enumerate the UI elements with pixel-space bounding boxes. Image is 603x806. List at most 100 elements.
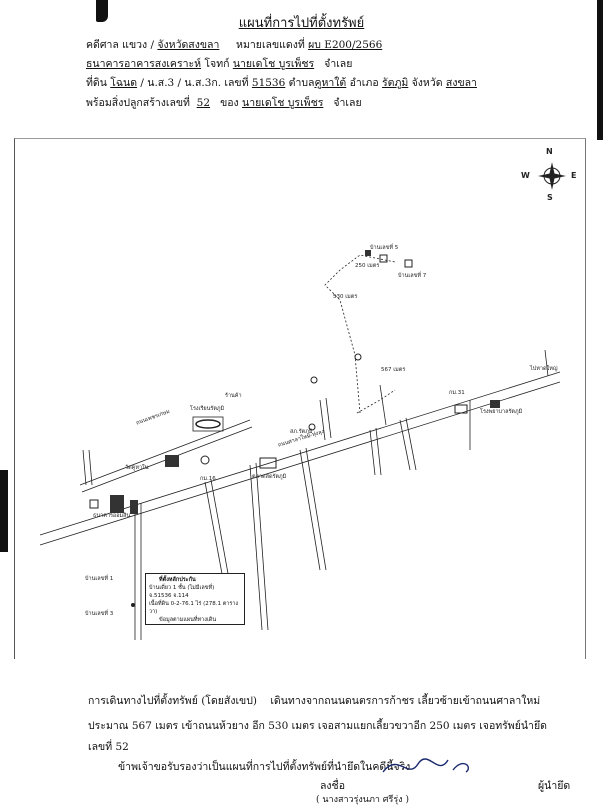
court-name: จังหวัดสงขลา — [157, 39, 220, 51]
legend-line3: จ.51536 จ.114 — [149, 593, 189, 599]
compass-s: S — [547, 193, 553, 202]
road-v8b — [325, 397, 332, 439]
scan-smudge-top — [96, 0, 108, 22]
compass-rose-icon — [538, 162, 566, 190]
label-house-top: บ้านเลขที่ 5 — [370, 245, 399, 251]
road-v6b — [405, 417, 417, 471]
label-km: กม.31 — [449, 390, 465, 396]
road-v10 — [82, 449, 87, 486]
plaintiff-name: ธนาคารอาคารสงเคราะห์ — [86, 58, 202, 70]
marker-3 — [354, 353, 362, 361]
route-text2: ประมาณ 567 เมตร เข้าถนนห้วยาง อีก 530 เม… — [88, 720, 547, 732]
signer-name: ( นางสาวรุ่งนภา ศรีรุ่ง ) — [316, 795, 409, 805]
compass-n: N — [546, 147, 553, 156]
label-house-left: บ้านเลขที่ 1 — [85, 576, 114, 582]
land-label: ที่ดิน — [86, 77, 107, 89]
legend-line4: เนื้อที่ดิน 0-2-76.1 ไร่ (278.1 ตารางวา) — [149, 601, 239, 615]
house-top-1 — [379, 254, 388, 263]
map-frame — [14, 138, 586, 659]
owner-role: จำเลย — [333, 97, 362, 109]
road-v2 — [204, 481, 226, 591]
owner-name: นายเดโช บูรเพ็ชร — [242, 97, 324, 109]
label-school: โรงเรียนรัตภูมิ — [190, 406, 225, 412]
road-v11 — [544, 349, 549, 377]
label-house-top2: บ้านเลขที่ 7 — [398, 273, 427, 279]
route-text1: เดินทางจากถนนดนตรการก้าชร เลี้ยวซ้ายเข้า… — [270, 695, 541, 707]
stadium-block — [192, 416, 224, 432]
plaintiff-role: โจทก์ — [204, 58, 230, 70]
subdistrict: คูหาใต้ — [314, 77, 347, 89]
road-v3 — [249, 464, 263, 631]
label-to-city: ไปหาดใหญ่ — [530, 366, 558, 372]
case-number: ผบ E200/2566 — [308, 39, 383, 51]
legend-line2: บ้านเดี่ยว 1 ชั้น (ไม่มีเลขที่) — [149, 585, 215, 591]
road-v2b — [210, 479, 232, 591]
label-shop: ร้านค้า — [225, 393, 242, 399]
main-road-lower — [39, 381, 561, 546]
label-market: ตลาดสดรัตภูมิ — [252, 474, 287, 480]
marker-1 — [308, 423, 316, 431]
building-km — [454, 404, 468, 414]
legend-line5: ข้อมูลตามแผนที่ทางเดิน — [159, 617, 217, 623]
roundabout — [200, 455, 210, 465]
scan-edge-right — [597, 0, 603, 140]
building-bank — [110, 495, 124, 513]
compass-e: E — [571, 171, 577, 180]
building-line: พร้อมสิ่งปลูกสร้างเลขที่ 52 ของ นายเดโช … — [86, 94, 362, 111]
subdistrict-label: ตำบล — [288, 77, 315, 89]
road-v5b — [375, 427, 382, 476]
road-v6 — [399, 419, 411, 471]
building-label: พร้อมสิ่งปลูกสร้างเลขที่ — [86, 97, 190, 109]
label-house-right: บ้านเลขที่ 3 — [85, 611, 114, 617]
building-number: 52 — [196, 97, 211, 109]
house-top-2 — [404, 259, 413, 268]
defendant-role: จำเลย — [324, 58, 353, 70]
label-police: สภ.รัตภูมิ — [290, 429, 313, 435]
road-v9 — [379, 384, 387, 426]
route-label: การเดินทางไปที่ตั้งทรัพย์ (โดยสังเขป) — [88, 695, 257, 707]
scan-edge-left — [0, 470, 8, 552]
label-temple: วัดคูหาใน — [125, 465, 149, 471]
route-dotted-path — [324, 254, 396, 414]
house-top-3 — [365, 250, 371, 256]
building-small-2 — [130, 500, 138, 514]
road-v3b — [255, 462, 269, 631]
building-small-1 — [89, 499, 99, 509]
road-v5 — [369, 429, 376, 476]
building-right — [490, 400, 500, 408]
road-v4b — [305, 447, 327, 571]
land-type: โฉนด — [110, 77, 138, 89]
certify-text: ข้าพเจ้าขอรับรองว่าเป็นแผนที่การไปที่ตั้… — [118, 761, 411, 773]
compass-w: W — [521, 171, 530, 180]
main-road-upper — [39, 371, 561, 536]
market-block — [259, 457, 277, 469]
road-v8 — [319, 399, 326, 441]
land-number: 51536 — [251, 77, 286, 89]
land-line: ที่ดิน โฉนด / น.ส.3 / น.ส.3ก. เลขที่ 515… — [86, 74, 477, 91]
district-label: อำเภอ — [349, 77, 379, 89]
label-dist-road: 567 เมตร — [381, 367, 406, 373]
road-v4 — [299, 449, 321, 571]
label-bank: ธนาคารออมสิน — [93, 513, 131, 519]
district: รัตภูมิ — [381, 77, 409, 89]
case-label: หมายเลขแดงที่ — [236, 39, 305, 51]
province-label: จังหวัด — [411, 77, 443, 89]
route-text3: เลขที่ 52 — [88, 741, 129, 753]
building-school — [165, 455, 179, 467]
label-km2: กม.16 — [200, 476, 216, 482]
sign-label: ลงชื่อ — [320, 780, 345, 792]
legend-line1: ที่ตั้งหลักประกัน — [159, 577, 196, 583]
label-dist-top: 250 เมตร — [355, 263, 380, 269]
route-description-line1: การเดินทางไปที่ตั้งทรัพย์ (โดยสังเขป) เด… — [88, 692, 540, 709]
route-dotted-path-2 — [356, 389, 396, 414]
marker-house-left — [131, 603, 135, 607]
legend-box: ที่ตั้งหลักประกัน บ้านเดี่ยว 1 ชั้น (ไม่… — [145, 573, 245, 625]
sign-role: ผู้นำยึด — [538, 780, 571, 792]
case-line: คดีศาล แขวง / จังหวัดสงขลา หมายเลขแดงที่… — [86, 36, 382, 53]
marker-2 — [310, 376, 318, 384]
court-prefix: คดีศาล แขวง / — [86, 39, 155, 51]
defendant-name: นายเดโช บูรเพ็ชร — [232, 58, 315, 70]
stadium-oval — [195, 419, 221, 429]
signature-mark — [382, 758, 470, 773]
